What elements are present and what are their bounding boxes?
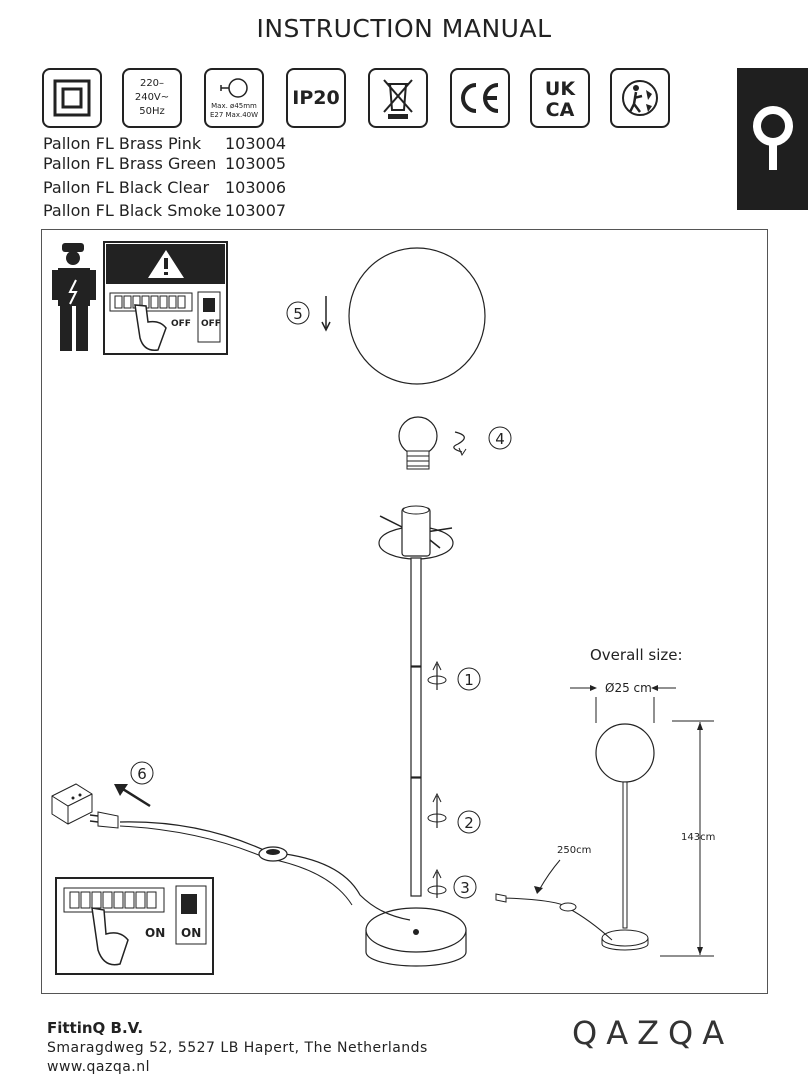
on-label: ON — [181, 926, 201, 940]
size-globe — [595, 723, 655, 783]
double-insulation-icon — [42, 68, 102, 128]
bulb-wattage-text: E27 Max.40W — [209, 111, 259, 119]
plug-icon — [97, 811, 119, 829]
step-3-badge — [453, 875, 477, 899]
off-label: OFF — [201, 319, 221, 329]
power-cable — [119, 821, 411, 921]
size-cable — [503, 897, 613, 941]
socket-icon — [51, 783, 93, 825]
product-name: Pallon FL Brass Pink — [43, 134, 202, 153]
step-5-label: 5 — [293, 305, 303, 323]
company-address: Smaragdweg 52, 5527 LB Hapert, The Nethe… — [47, 1040, 428, 1056]
bulb-step — [398, 416, 438, 470]
step-6-label: 6 — [137, 765, 147, 783]
svg-text:UK: UK — [545, 78, 576, 100]
ip-rating-text: IP20 — [292, 87, 340, 109]
step-1-badge — [457, 667, 481, 691]
power-off-panel — [103, 241, 228, 355]
product-code: 103006 — [225, 178, 287, 197]
hand-icon — [134, 304, 167, 351]
svg-text:CA: CA — [546, 99, 575, 120]
height-label: 143cm — [681, 832, 715, 843]
product-name: Pallon FL Black Smoke — [43, 201, 222, 220]
voltage-rating: 220–240V~ 50Hz — [122, 68, 182, 128]
rotate-icon — [453, 431, 465, 453]
product-name: Pallon FL Black Clear — [43, 178, 210, 197]
step-6-badge — [130, 761, 154, 785]
step-1-label: 1 — [464, 671, 474, 689]
product-name: Pallon FL Brass Green — [43, 154, 217, 173]
overall-size-label: Overall size: — [590, 646, 683, 664]
step-4-label: 4 — [495, 430, 505, 448]
cable-length-label: 250cm — [557, 845, 591, 856]
hand-icon — [91, 907, 129, 966]
recycle-icon — [610, 68, 670, 128]
rotate-icon — [427, 813, 447, 823]
glass-globe — [348, 247, 486, 385]
brand-tab — [737, 68, 808, 210]
power-on-panel — [55, 877, 214, 975]
step-5-badge — [286, 301, 310, 325]
step-4-badge — [488, 426, 512, 450]
qazqa-logo-icon — [753, 106, 793, 170]
diameter-label: Ø25 cm — [605, 681, 652, 695]
voltage-text: 220–240V~ — [134, 78, 170, 103]
lamp-base — [365, 907, 467, 967]
rotate-icon — [427, 675, 447, 685]
product-row: Pallon FL Brass Green 103005 — [43, 154, 286, 173]
page-title: INSTRUCTION MANUAL — [256, 14, 552, 43]
step-3-label: 3 — [460, 879, 470, 897]
product-row: Pallon FL Black Clear 103006 — [43, 178, 286, 197]
lamp-pole — [410, 557, 422, 897]
product-code: 103005 — [225, 154, 287, 173]
frequency-text: 50Hz — [139, 106, 165, 117]
product-row: Pallon FL Brass Pink 103004 — [43, 134, 286, 153]
bulb-icon — [220, 78, 248, 98]
lamp-holder — [378, 505, 454, 560]
off-label: OFF — [171, 319, 191, 329]
bulb-size-text: Max. ø45mm — [211, 102, 257, 110]
product-code: 103007 — [225, 201, 287, 220]
ip-rating: IP20 — [286, 68, 346, 128]
ce-mark-icon — [450, 68, 510, 128]
assembly-diagram-frame — [41, 229, 768, 994]
brand-logo: QAZQA — [572, 1014, 734, 1052]
company-name: FittinQ B.V. — [47, 1019, 144, 1037]
bulb-rating: Max. ø45mm E27 Max.40W — [204, 68, 264, 128]
electrician-icon — [52, 243, 96, 351]
company-website: www.qazqa.nl — [47, 1059, 151, 1075]
rotate-icon — [427, 885, 447, 895]
step-2-label: 2 — [464, 814, 474, 832]
on-label: ON — [145, 926, 165, 940]
step-2-badge — [457, 810, 481, 834]
weee-bin-icon — [368, 68, 428, 128]
product-code: 103004 — [225, 134, 287, 153]
